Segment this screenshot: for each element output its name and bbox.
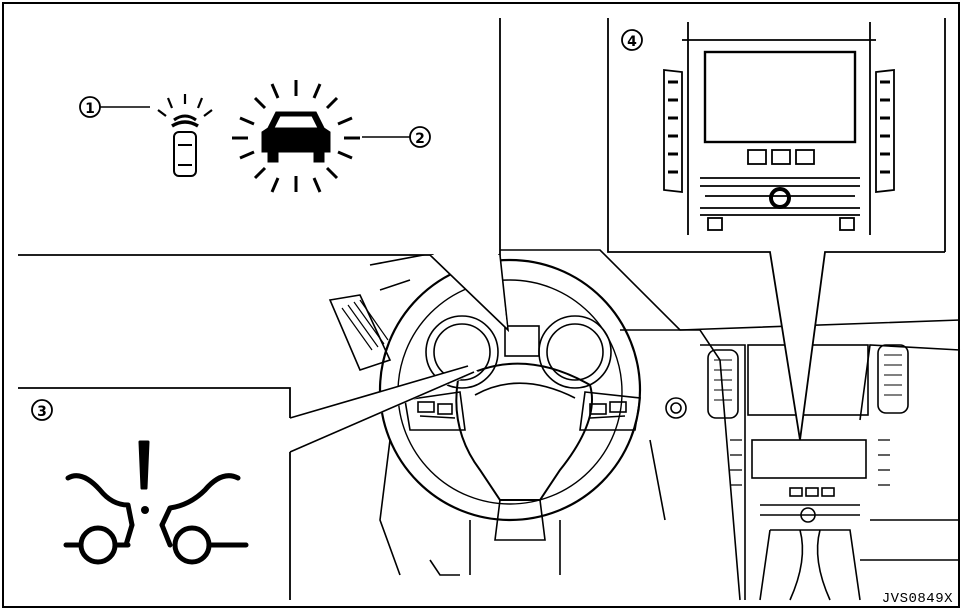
callout-2-marker [409,126,431,148]
callout-4-marker [621,29,643,51]
figure-code: JVS0849X [881,591,953,607]
callout-3-label: 3 [37,404,47,420]
outer-frame [2,2,960,608]
dashboard-drawing [328,249,961,601]
panel-vehicle-indicators: 1 [18,18,510,333]
collision-warning-icon [63,440,249,565]
vehicle-warning-icon [232,80,360,193]
callout-3-marker [31,399,53,421]
callout-2-label: 2 [415,131,425,147]
display-screen [703,50,857,144]
panel-warning-symbol: 3 [18,365,478,600]
panel-center-display: 4 [607,18,946,441]
callout-4-label: 4 [627,34,637,50]
callout-1-label: 1 [85,101,95,117]
vehicle-ahead-icon [157,94,213,177]
center-stack-icon [663,22,895,235]
left-vent-icon [341,299,389,351]
